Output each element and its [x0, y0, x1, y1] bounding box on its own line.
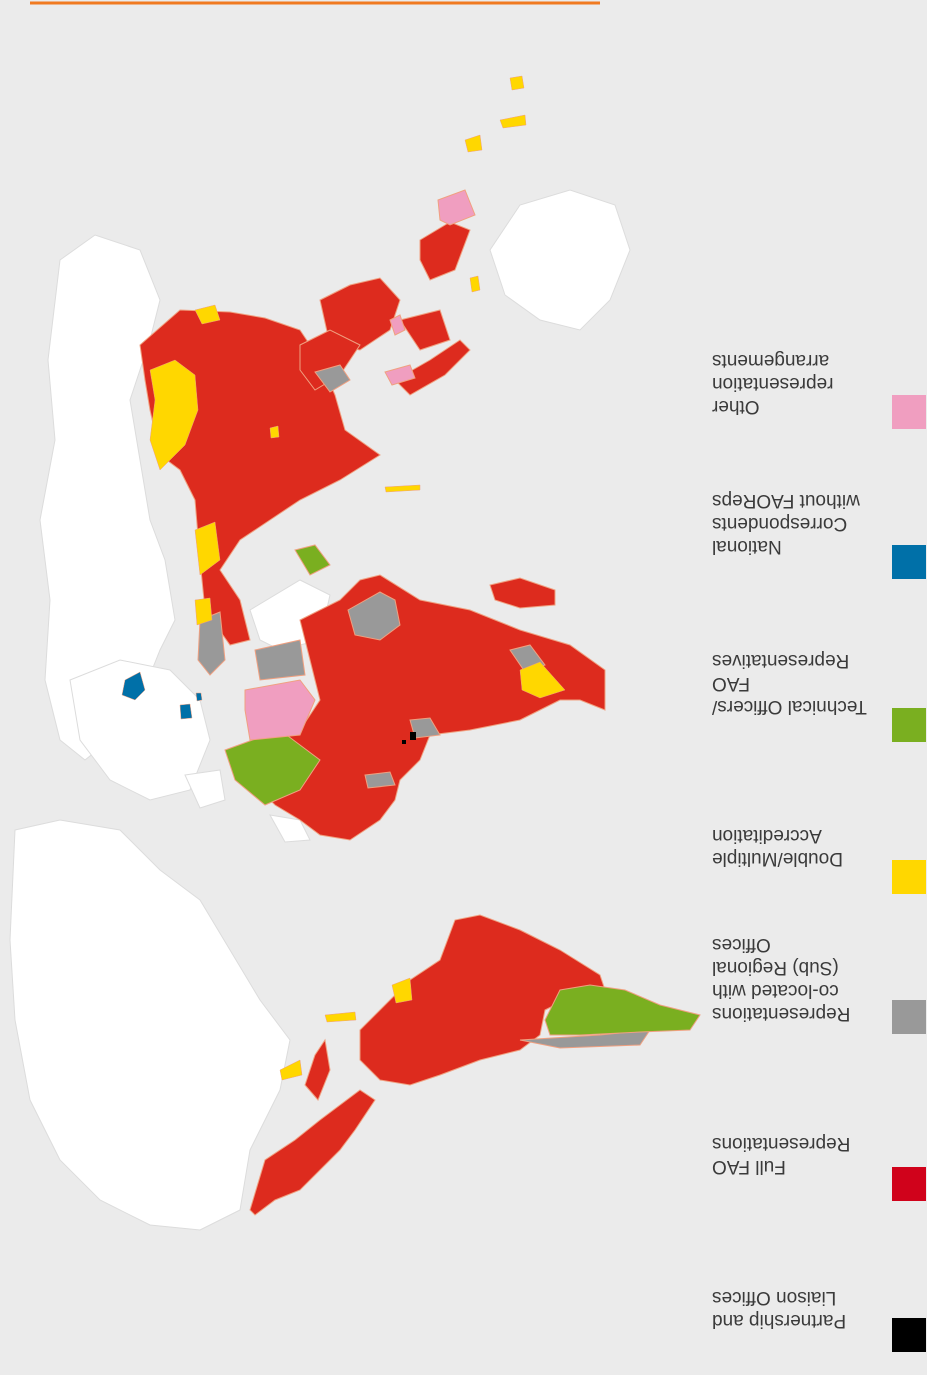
colocated-regions: [197, 364, 652, 1049]
technical-officer-regions: [224, 544, 701, 1036]
full-representation-regions: [139, 221, 606, 1216]
double-accreditation-regions: [149, 75, 566, 1081]
legend-label-other: Other representation arrangements: [712, 350, 834, 417]
legend-label-colocated: Representations co-located with (Sub) Re…: [712, 934, 851, 1024]
legend-swatch-double: [892, 860, 926, 894]
legend-swatch-national: [892, 545, 926, 579]
white-landmasses: [9, 189, 631, 1231]
national-correspondent-regions: [121, 671, 203, 720]
legend-swatch-partnership: [892, 1318, 926, 1352]
legend-label-full: Full FAO Representations: [712, 1133, 851, 1177]
legend-swatch-full: [892, 1167, 926, 1201]
legend-label-national: National Correspondents without FAOReps: [712, 490, 860, 557]
legend-swatch-technical: [892, 708, 926, 742]
legend-swatch-colocated: [892, 1000, 926, 1034]
legend-label-partnership: Partnership and Liaison Offices: [712, 1287, 847, 1331]
legend-label-double: Double/Multiple Accreditation: [712, 825, 843, 869]
other-representation-regions: [244, 189, 476, 741]
legend-swatch-other: [892, 395, 926, 429]
legend-label-technical: Technical Officers/ FAO Representatives: [712, 650, 867, 717]
partnership-regions: [402, 732, 416, 744]
